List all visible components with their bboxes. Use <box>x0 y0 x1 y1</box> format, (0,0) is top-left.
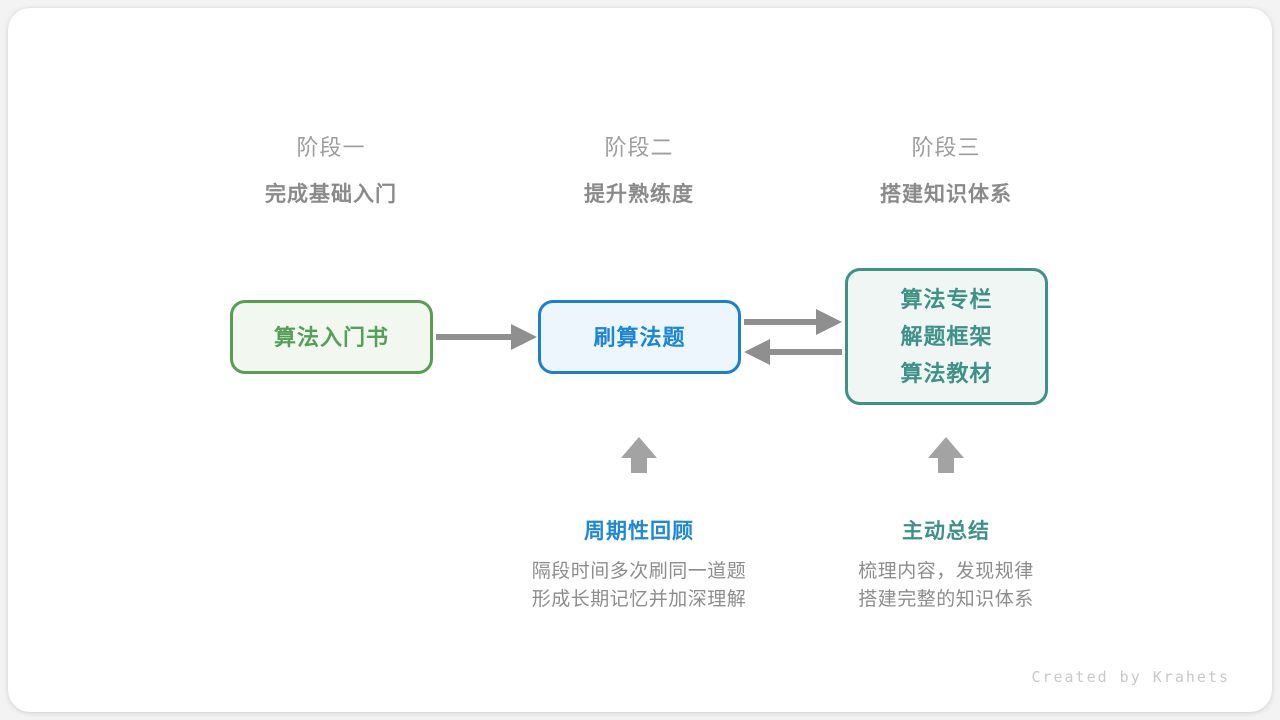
callout-periodic-review-title: 周期性回顾 <box>584 520 694 543</box>
stage1-subtitle: 完成基础入门 <box>265 183 397 206</box>
node-knowledge-line-2: 解题框架 <box>900 324 993 349</box>
stage2-subtitle: 提升熟练度 <box>584 183 694 206</box>
stage1-label: 阶段一 <box>296 135 366 160</box>
diagram-canvas: 阶段一 完成基础入门 阶段二 提升熟练度 阶段三 搭建知识体系 算法入门书 刷算… <box>8 8 1272 712</box>
callout-periodic-review-desc-line1: 隔段时间多次刷同一道题 <box>531 561 747 582</box>
callout-active-summary-desc: 梳理内容，发现规律 搭建完整的知识体系 <box>786 558 1106 614</box>
node-intro-book: 算法入门书 <box>230 300 433 374</box>
callout-active-summary-title: 主动总结 <box>902 520 990 543</box>
callout-active-summary-desc-line1: 梳理内容，发现规律 <box>858 561 1034 582</box>
stage3-subtitle: 搭建知识体系 <box>880 183 1012 206</box>
stage2-label: 阶段二 <box>604 135 674 160</box>
node-intro-book-label: 算法入门书 <box>273 324 389 350</box>
callout-active-summary-desc-line2: 搭建完整的知识体系 <box>858 589 1034 610</box>
node-knowledge-line-1: 算法专栏 <box>900 287 993 312</box>
node-knowledge-line-3: 算法教材 <box>900 361 993 386</box>
node-practice-problems: 刷算法题 <box>538 300 741 374</box>
node-knowledge-sources: 算法专栏 解题框架 算法教材 <box>845 268 1048 405</box>
credit-text: Created by Krahets <box>1031 668 1230 686</box>
callout-periodic-review-desc: 隔段时间多次刷同一道题 形成长期记忆并加深理解 <box>479 558 799 614</box>
node-practice-problems-label: 刷算法题 <box>593 324 686 350</box>
callout-periodic-review-desc-line2: 形成长期记忆并加深理解 <box>531 589 747 610</box>
stage3-label: 阶段三 <box>911 135 981 160</box>
